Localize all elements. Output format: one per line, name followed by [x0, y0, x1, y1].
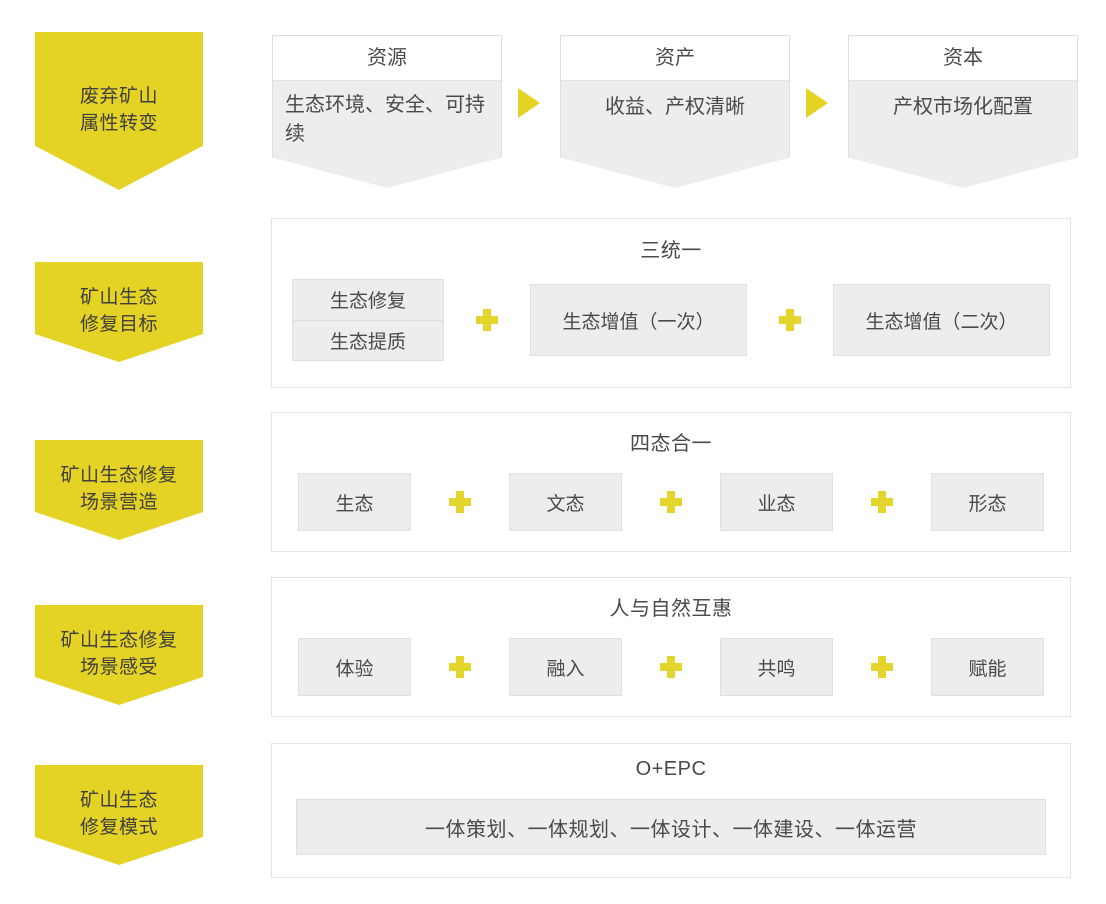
banner-scene-experience: 矿山生态修复 场景感受 — [35, 605, 203, 705]
flow-box-capital[interactable]: 资本 产权市场化配置 — [848, 35, 1078, 188]
row-title: 三统一 — [640, 240, 702, 262]
flow-box-body: 产权市场化配置 — [849, 81, 1077, 188]
banner-line-2: 修复模式 — [79, 817, 158, 838]
banner-line-1: 矿山生态修复 — [60, 630, 178, 652]
banner-restoration-model: 矿山生态 修复模式 — [35, 765, 203, 865]
plus-icon — [660, 656, 682, 678]
triangle-right-icon — [806, 88, 828, 118]
banner-line-1: 废弃矿山 — [79, 86, 158, 108]
banner-line-2: 场景感受 — [79, 657, 158, 678]
chip-resonance[interactable]: 共鸣 — [720, 638, 833, 696]
banner-line-1: 矿山生态 — [79, 790, 158, 812]
row-title: O+EPC — [635, 758, 707, 780]
flow-box-resource[interactable]: 资源 生态环境、安全、可持续 — [272, 35, 502, 188]
flow-box-body: 生态环境、安全、可持续 — [273, 81, 501, 188]
flow-box-title: 资本 — [849, 36, 1077, 81]
banner-attribute-transition: 废弃矿山 属性转变 — [35, 32, 203, 190]
flow-box-asset[interactable]: 资产 收益、产权清晰 — [560, 35, 790, 188]
chip-row: 生态 文态 业态 形态 — [272, 473, 1070, 531]
chip-row: 生态修复 生态提质 生态增值（一次） 生态增值（二次） — [272, 279, 1070, 361]
chip-ecology[interactable]: 生态 — [298, 473, 411, 531]
chip-integrated-model[interactable]: 一体策划、一体规划、一体设计、一体建设、一体运营 — [296, 799, 1046, 855]
row-container-scene-creation: 四态合一 生态 文态 业态 形态 — [271, 412, 1071, 552]
chip-experience[interactable]: 体验 — [298, 638, 411, 696]
plus-icon — [449, 491, 471, 513]
plus-icon — [660, 491, 682, 513]
banner-line-2: 属性转变 — [79, 113, 158, 134]
chip-form[interactable]: 形态 — [931, 473, 1044, 531]
banner-line-1: 矿山生态 — [79, 287, 158, 309]
plus-icon — [449, 656, 471, 678]
chip-row: 体验 融入 共鸣 赋能 — [272, 638, 1070, 696]
plus-icon — [476, 309, 499, 331]
chip-immersion[interactable]: 融入 — [509, 638, 622, 696]
banner-line-2: 修复目标 — [79, 314, 158, 335]
row-title: 四态合一 — [630, 433, 712, 455]
flow-box-title: 资产 — [561, 36, 789, 81]
chip-empowerment[interactable]: 赋能 — [931, 638, 1044, 696]
banner-scene-creation: 矿山生态修复 场景营造 — [35, 440, 203, 540]
plus-icon — [871, 491, 893, 513]
banner-line-1: 矿山生态修复 — [60, 465, 178, 487]
chip-culture[interactable]: 文态 — [509, 473, 622, 531]
flow-box-body: 收益、产权清晰 — [561, 81, 789, 188]
row-title: 人与自然互惠 — [609, 598, 733, 620]
row-container-scene-experience: 人与自然互惠 体验 融入 共鸣 赋能 — [271, 577, 1071, 717]
plus-icon — [779, 309, 802, 331]
chip-ecological-value-secondary[interactable]: 生态增值（二次） — [833, 284, 1050, 356]
flow-box-title: 资源 — [273, 36, 501, 81]
plus-icon — [871, 656, 893, 678]
chip-stack-restoration[interactable]: 生态修复 生态提质 — [292, 279, 445, 361]
row-container-restoration-model: O+EPC 一体策划、一体规划、一体设计、一体建设、一体运营 — [271, 743, 1071, 878]
chip-business[interactable]: 业态 — [720, 473, 833, 531]
chip-ecological-restoration[interactable]: 生态修复 — [330, 291, 407, 313]
chip-ecological-value-primary[interactable]: 生态增值（一次） — [530, 284, 748, 356]
chip-row: 一体策划、一体规划、一体设计、一体建设、一体运营 — [272, 799, 1070, 855]
chip-ecological-upgrade[interactable]: 生态提质 — [293, 319, 444, 361]
triangle-right-icon — [518, 88, 540, 118]
row-container-restoration-goal: 三统一 生态修复 生态提质 生态增值（一次） 生态增值（二次） — [271, 218, 1071, 388]
banner-line-2: 场景营造 — [79, 492, 158, 513]
banner-restoration-goal: 矿山生态 修复目标 — [35, 262, 203, 362]
